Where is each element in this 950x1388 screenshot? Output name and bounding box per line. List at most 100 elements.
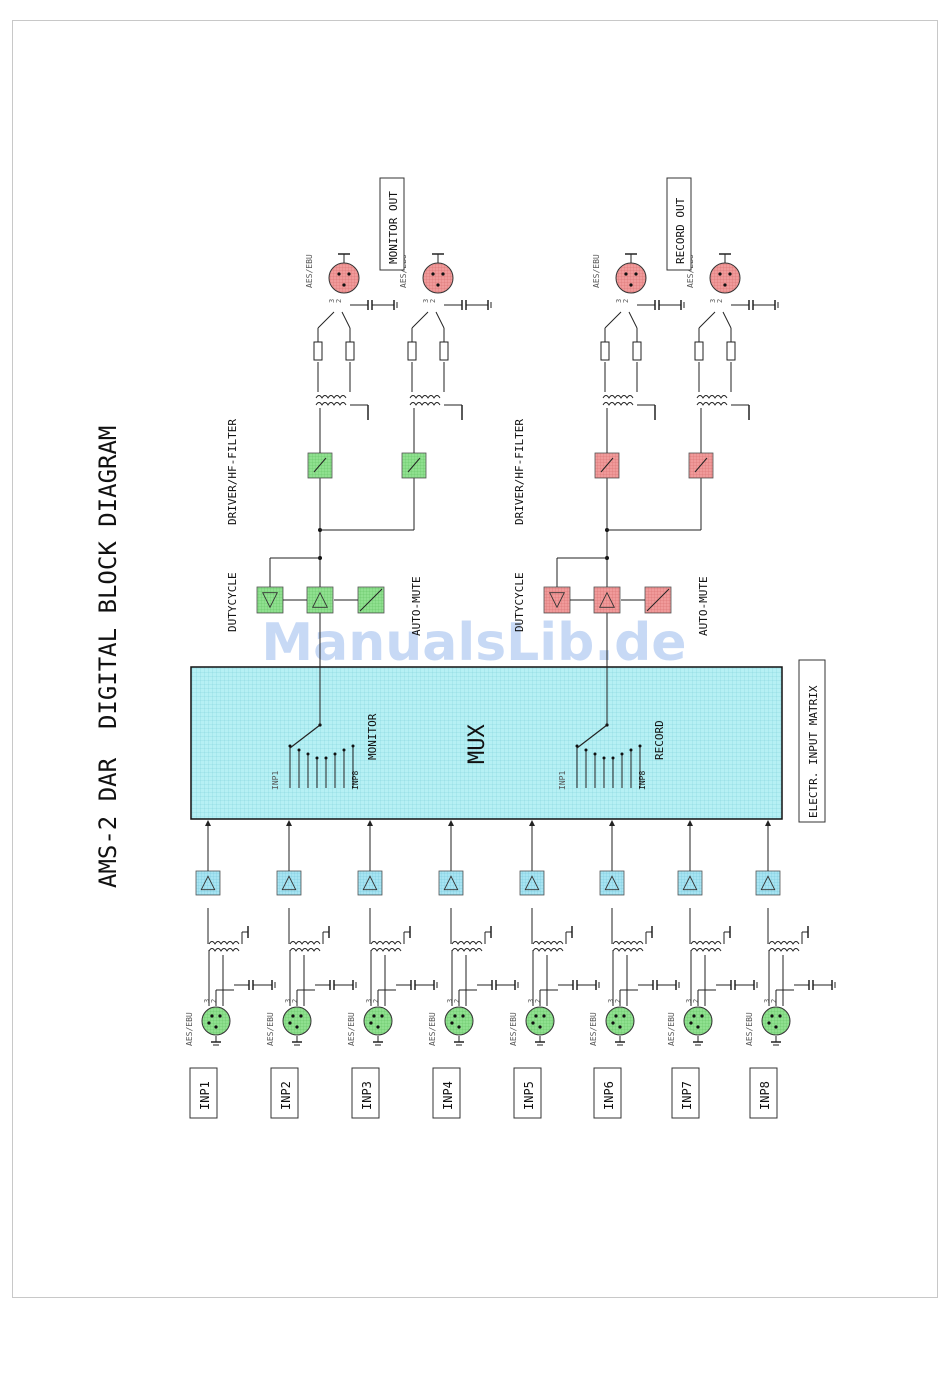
wire: [628, 311, 638, 329]
output-label: MONITOR OUT: [387, 191, 400, 264]
pin-label: 2: [716, 299, 724, 303]
series-resistor: [345, 341, 355, 361]
transformer-coil: [696, 402, 728, 406]
connector-type-label: AES/EBU: [347, 1012, 356, 1046]
series-resistor: [694, 341, 704, 361]
pin-label: 3: [763, 999, 771, 1003]
dutycycle-block: [543, 586, 571, 614]
connector-type-label: AES/EBU: [589, 1012, 598, 1046]
input-buffer-block: [438, 870, 464, 896]
transformer-coil: [602, 395, 634, 399]
series-resistor: [726, 341, 736, 361]
main-buffer-block: [593, 586, 621, 614]
input-label-box: [432, 1067, 461, 1119]
xlr-input-connector: [444, 1006, 474, 1036]
switch-contact-dot: [584, 748, 588, 752]
diagram-title: AMS-2 DAR DIGITAL BLOCK DIAGRAM: [94, 426, 122, 888]
pin-label: 2: [692, 999, 700, 1003]
xlr-pin: [692, 1014, 696, 1018]
xlr-pin: [210, 1014, 214, 1018]
xlr-pin: [696, 1025, 700, 1029]
arrow-head: [448, 820, 454, 826]
xlr-pin: [291, 1014, 295, 1018]
pin-label: 3: [446, 999, 454, 1003]
input-label-box: [189, 1067, 218, 1119]
switch-contact-dot: [333, 752, 337, 756]
wire: [435, 311, 445, 329]
input-buffer-block-triangle: [760, 875, 776, 891]
xlr-pin: [436, 283, 440, 287]
pin-label: 3: [328, 299, 336, 303]
xlr-input-connector: [525, 1006, 555, 1036]
xlr-output-connector: [615, 262, 647, 294]
wire: [341, 311, 351, 329]
xlr-pin: [369, 1021, 373, 1025]
input-label: INP7: [680, 1081, 694, 1110]
output-label: RECORD OUT: [674, 197, 687, 264]
input-label: INP6: [602, 1081, 616, 1110]
xlr-pin: [218, 1014, 222, 1018]
pin-label: 2: [372, 999, 380, 1003]
xlr-pin: [723, 283, 727, 287]
xlr-pin: [453, 1014, 457, 1018]
pin-label: 2: [291, 999, 299, 1003]
connector-type-label: AES/EBU: [428, 1012, 437, 1046]
driver-filter-label: DRIVER/HF-FILTER: [513, 419, 526, 525]
wire: [698, 311, 716, 329]
xlr-pin: [634, 272, 638, 276]
transformer-coil: [289, 948, 321, 952]
input-buffer-block-triangle: [524, 875, 540, 891]
xlr-pin: [531, 1021, 535, 1025]
transformer-coil: [451, 941, 483, 945]
switch-name-label: RECORD: [653, 720, 666, 760]
xlr-pin: [611, 1021, 615, 1025]
xlr-pin: [342, 283, 346, 287]
connector-type-label: AES/EBU: [745, 1012, 754, 1046]
switch-name-label: MONITOR: [366, 713, 379, 760]
auto-mute-diagonal: [359, 588, 383, 612]
switch-arm: [289, 724, 321, 749]
arrow-head: [765, 820, 771, 826]
connector-type-label: AES/EBU: [266, 1012, 275, 1046]
input-label: INP2: [279, 1081, 293, 1110]
xlr-pin: [700, 1014, 704, 1018]
connector-type-label: AES/EBU: [509, 1012, 518, 1046]
transformer-coil: [370, 941, 402, 945]
xlr-pin: [770, 1014, 774, 1018]
xlr-pin: [542, 1014, 546, 1018]
transformer-coil: [409, 395, 441, 399]
transformer-coil: [208, 941, 240, 945]
input-label-box: [749, 1067, 778, 1119]
input-buffer-block-triangle: [281, 875, 297, 891]
matrix-caption: ELECTR. INPUT MATRIX: [807, 685, 820, 818]
pin-label: 2: [335, 299, 343, 303]
pin-label: 3: [365, 999, 373, 1003]
switch-contact-dot: [351, 744, 355, 748]
pin-label: 3: [709, 299, 717, 303]
xlr-pin: [461, 1014, 465, 1018]
transformer-coil: [768, 948, 800, 952]
xlr-pin: [538, 1025, 542, 1029]
xlr-pin: [214, 1025, 218, 1029]
xlr-pin: [614, 1014, 618, 1018]
switch-last-label: INP8: [638, 771, 647, 790]
dutycycle-label: DUTYCYCLE: [226, 572, 239, 632]
transformer-coil: [612, 948, 644, 952]
xlr-pin: [624, 272, 628, 276]
xlr-pin: [372, 1014, 376, 1018]
xlr-output-connector: [709, 262, 741, 294]
pin-label: 2: [429, 299, 437, 303]
arrow-head: [529, 820, 535, 826]
transformer-coil: [451, 948, 483, 952]
xlr-pin: [622, 1014, 626, 1018]
mux-block: [190, 666, 783, 820]
series-resistor: [632, 341, 642, 361]
transformer-coil: [532, 941, 564, 945]
pin-label: 3: [615, 299, 623, 303]
input-label-box: [351, 1067, 380, 1119]
